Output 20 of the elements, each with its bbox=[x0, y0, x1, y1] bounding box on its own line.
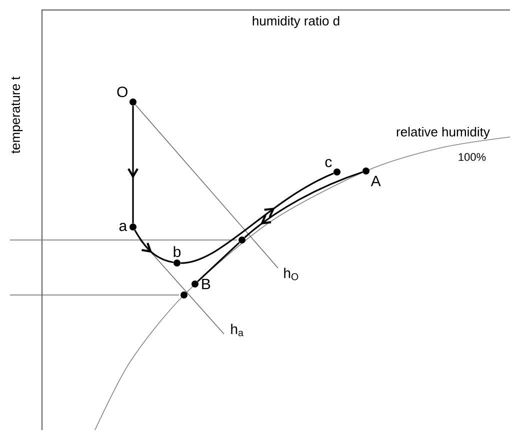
node-label: A bbox=[370, 176, 381, 186]
state-point: A bbox=[362, 168, 381, 186]
axis-title: humidity ratio d bbox=[252, 16, 340, 28]
line-label: h$_{a}$ bbox=[231, 324, 244, 336]
node-label: B bbox=[202, 278, 210, 290]
curve-label: 100% bbox=[458, 153, 486, 161]
node-label: O bbox=[117, 86, 128, 98]
state-point: b bbox=[174, 246, 181, 266]
line-label: h$_{O}$ bbox=[284, 268, 298, 280]
node-label: c bbox=[325, 158, 332, 168]
state-point bbox=[238, 236, 246, 244]
state-point: c bbox=[325, 158, 340, 176]
state-point: B bbox=[192, 278, 210, 290]
state-point bbox=[180, 292, 188, 298]
node-label: a bbox=[119, 222, 128, 232]
node-label: b bbox=[174, 246, 181, 258]
state-point: O bbox=[117, 86, 136, 106]
curve-label: relative humidity bbox=[396, 126, 490, 140]
axis-title: temperature t bbox=[11, 76, 23, 154]
state-point: a bbox=[119, 222, 136, 232]
